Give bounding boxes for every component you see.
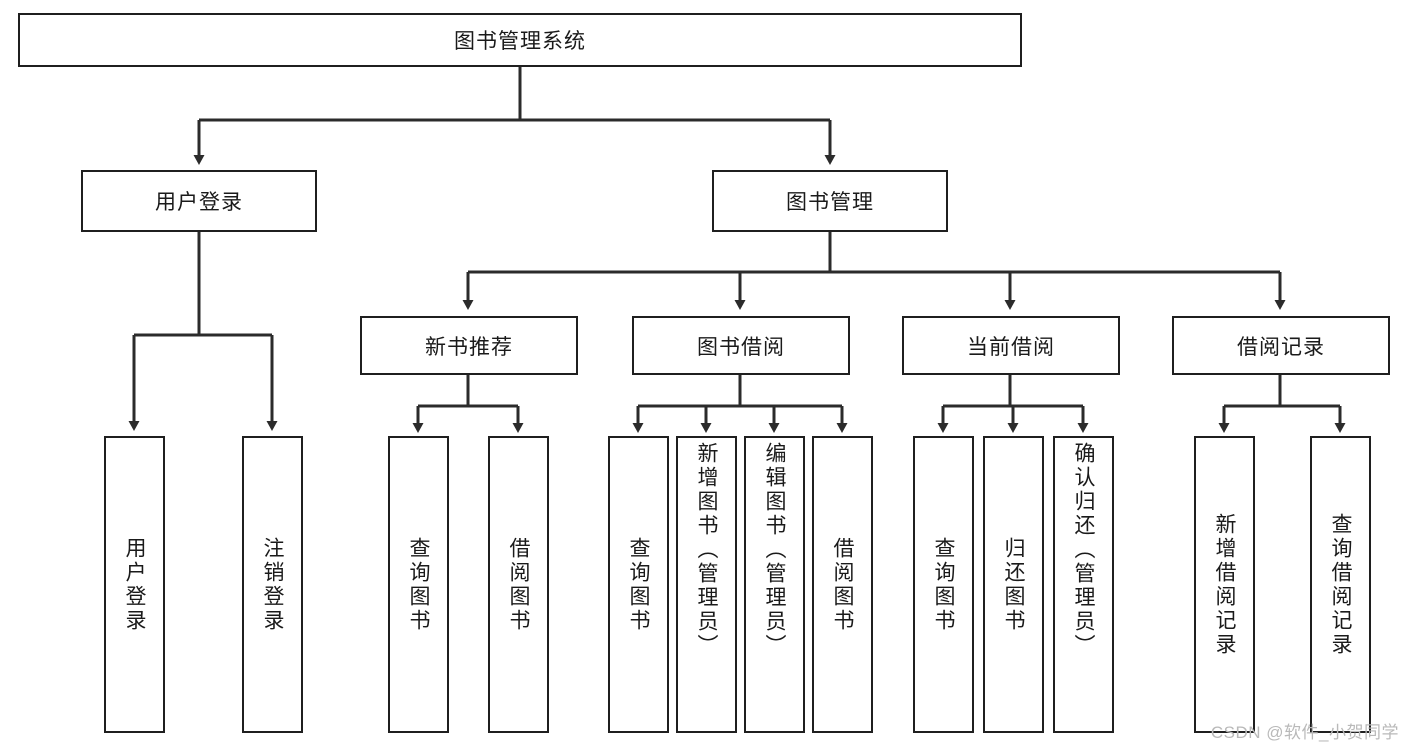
leaf-label: 借阅图书 [507, 536, 530, 633]
leaf-borrow-record-add[interactable]: 新增借阅记录 [1194, 436, 1255, 733]
leaf-book-borrow-borrow[interactable]: 借阅图书 [812, 436, 873, 733]
leaf-book-borrow-add[interactable]: 新增图书（管理员） [676, 436, 737, 733]
node-borrow-record[interactable]: 借阅记录 [1172, 316, 1390, 375]
node-current-borrow[interactable]: 当前借阅 [902, 316, 1120, 375]
leaf-current-borrow-query[interactable]: 查询图书 [913, 436, 974, 733]
node-book-borrow[interactable]: 图书借阅 [632, 316, 850, 375]
leaf-label: 确认归还（管理员） [1072, 442, 1095, 658]
leaf-current-borrow-return[interactable]: 归还图书 [983, 436, 1044, 733]
leaf-label: 用户登录 [123, 536, 146, 633]
leaf-new-book-borrow[interactable]: 借阅图书 [488, 436, 549, 733]
leaf-new-book-query[interactable]: 查询图书 [388, 436, 449, 733]
leaf-label: 编辑图书（管理员） [763, 442, 786, 658]
leaf-label: 新增借阅记录 [1213, 512, 1236, 657]
leaf-label: 新增图书（管理员） [695, 442, 718, 658]
leaf-label: 注销登录 [261, 536, 284, 633]
node-user-login[interactable]: 用户登录 [81, 170, 317, 232]
node-root-system[interactable]: 图书管理系统 [18, 13, 1022, 67]
leaf-label: 借阅图书 [831, 536, 854, 633]
leaf-borrow-record-query[interactable]: 查询借阅记录 [1310, 436, 1371, 733]
leaf-label: 查询图书 [407, 536, 430, 633]
csdn-watermark: CSDN @软件_小贺同学 [1210, 723, 1399, 742]
leaf-book-borrow-edit[interactable]: 编辑图书（管理员） [744, 436, 805, 733]
leaf-label: 查询图书 [932, 536, 955, 633]
leaf-user-login-signin[interactable]: 用户登录 [104, 436, 165, 733]
node-new-book-recommend[interactable]: 新书推荐 [360, 316, 578, 375]
node-book-management[interactable]: 图书管理 [712, 170, 948, 232]
leaf-current-borrow-confirm[interactable]: 确认归还（管理员） [1053, 436, 1114, 733]
leaf-user-login-signout[interactable]: 注销登录 [242, 436, 303, 733]
leaf-book-borrow-query[interactable]: 查询图书 [608, 436, 669, 733]
leaf-label: 查询借阅记录 [1329, 512, 1352, 657]
leaf-label: 归还图书 [1002, 536, 1025, 633]
leaf-label: 查询图书 [627, 536, 650, 633]
